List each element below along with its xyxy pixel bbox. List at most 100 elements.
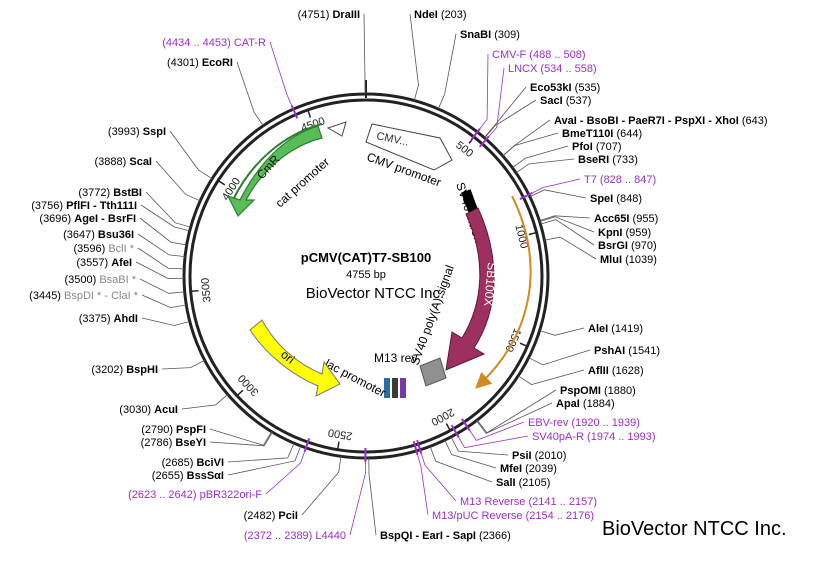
- site-label-pspfl[interactable]: (2790) PspFI: [141, 424, 206, 436]
- site-label-pshal[interactable]: PshAI (1541): [594, 345, 660, 357]
- site-label-bsabl[interactable]: (3500) BsaBI *: [64, 274, 136, 286]
- site-label-sall[interactable]: SalI (2105): [496, 477, 550, 489]
- site-label-scal[interactable]: (3888) ScaI: [95, 156, 153, 168]
- site-position: (3888): [95, 156, 127, 168]
- site-position: (4751): [298, 9, 330, 21]
- site-name: BsaBI *: [99, 274, 136, 286]
- site-label-afel[interactable]: (3557) AfeI: [76, 257, 132, 269]
- site-name: MfeI: [500, 463, 522, 475]
- site-label-acul[interactable]: (3030) AcuI: [119, 404, 178, 416]
- site-label-mfel[interactable]: MfeI (2039): [500, 463, 557, 475]
- m13-rev-marker[interactable]: [384, 378, 406, 398]
- site-name: PspFI: [176, 424, 206, 436]
- site-position: (828 .. 847): [600, 174, 656, 186]
- site-label-pflfl[interactable]: (3756) PflFI - Tth111I: [31, 200, 137, 212]
- leader-line: [528, 178, 581, 195]
- sv40-polya-arrow[interactable]: [419, 357, 447, 387]
- site-label-bsu36l[interactable]: (3647) Bsu36I: [63, 229, 134, 241]
- site-label-alel[interactable]: AleI (1419): [588, 323, 643, 335]
- sb100x-arrow[interactable]: [445, 207, 495, 371]
- site-name: AflII: [588, 365, 609, 377]
- site-label-spel[interactable]: SpeI (848): [590, 193, 642, 205]
- scale-tick-label: 3500: [199, 277, 213, 302]
- site-label-acc65l[interactable]: Acc65I (955): [594, 213, 658, 225]
- site-label-pbr322[interactable]: (2623 .. 2642) pBR322ori-F: [128, 489, 262, 501]
- site-label-sv40par[interactable]: SV40pA-R (1974 .. 1993): [532, 431, 656, 443]
- site-position: (534 .. 558): [540, 63, 596, 75]
- leader-line: [137, 233, 186, 258]
- site-name: KpnI: [598, 227, 622, 239]
- site-label-mlul[interactable]: MluI (1039): [600, 254, 657, 266]
- feature-tick: [470, 128, 481, 141]
- plasmid-size: 4755 bp: [346, 269, 386, 281]
- site-label-snabl[interactable]: SnaBI (309): [460, 29, 520, 41]
- site-label-ebvrev[interactable]: EBV-rev (1920 .. 1939): [528, 417, 640, 429]
- site-label-ecorl[interactable]: (4301) EcoRI: [167, 57, 233, 69]
- site-label-bspdl[interactable]: (3445) BspDI * - ClaI *: [29, 290, 139, 302]
- site-label-ahdl[interactable]: (3375) AhdI: [79, 313, 138, 325]
- site-label-pcil[interactable]: (2482) PciI: [244, 510, 298, 522]
- site-label-catr[interactable]: (4434 .. 4453) CAT-R: [162, 37, 266, 49]
- site-name: DraIII: [332, 9, 360, 21]
- cmr-arrow[interactable]: [226, 125, 323, 218]
- site-label-bsphl[interactable]: (3202) BspHI: [91, 364, 158, 376]
- site-label-kpnl[interactable]: KpnI (959): [598, 227, 651, 239]
- site-label-bserl[interactable]: BseRI (733): [578, 154, 638, 166]
- site-label-bsrgl[interactable]: BsrGI (970): [598, 240, 657, 252]
- ori-arrow[interactable]: [249, 319, 341, 397]
- site-name: CMV-F: [492, 49, 527, 61]
- leader-line: [512, 145, 569, 169]
- leader-line: [269, 41, 294, 110]
- site-label-apal[interactable]: ApaI (1884): [556, 398, 615, 410]
- site-label-bseyl[interactable]: (2786) BseYI: [141, 437, 206, 449]
- leader-line: [301, 456, 342, 516]
- site-name: SacI: [540, 95, 563, 107]
- scale-tick: [519, 342, 528, 348]
- site-name: BssSαI: [187, 470, 224, 482]
- site-label-eco53kl[interactable]: Eco53kI (535): [530, 82, 600, 94]
- center-watermark: BioVector NTCC Inc.: [306, 285, 444, 302]
- site-name: EcoRI: [202, 57, 233, 69]
- site-label-l4440[interactable]: (2372 .. 2389) L4440: [244, 530, 346, 542]
- site-label-sacl[interactable]: SacI (537): [540, 95, 591, 107]
- site-label-bstbl[interactable]: (3772) BstBI: [78, 187, 142, 199]
- cmv-promoter-arrow[interactable]: [365, 123, 453, 171]
- site-label-bcivl[interactable]: (2685) BciVI: [162, 457, 224, 469]
- leader-line: [140, 204, 190, 232]
- cat-promoter-arrow[interactable]: [326, 121, 347, 137]
- site-name: SV40pA-R: [532, 431, 584, 443]
- leader-line: [227, 443, 295, 463]
- site-label-m13reverse[interactable]: M13 Reverse (2141 .. 2157): [460, 496, 597, 508]
- site-label-pfol[interactable]: PfoI (707): [572, 141, 622, 153]
- site-label-bspql[interactable]: BspQI - EarI - SapI (2366): [380, 530, 511, 542]
- site-label-aval[interactable]: AvaI - BsoBI - PaeR7I - PspXI - XhoI (64…: [554, 115, 768, 127]
- site-position: (1920 .. 1939): [571, 417, 640, 429]
- scale-tick: [190, 289, 199, 293]
- site-position: (3445): [29, 290, 61, 302]
- site-label-lncx[interactable]: LNCX (534 .. 558): [508, 63, 597, 75]
- site-label-ndel[interactable]: NdeI (203): [414, 9, 467, 21]
- site-label-pspoml[interactable]: PspOMI (1880): [560, 385, 636, 397]
- site-label-bsssal[interactable]: (2655) BssSαI: [152, 470, 224, 482]
- site-name: BspQI - EarI - SapI: [380, 530, 476, 542]
- site-label-sspl[interactable]: (3993) SspI: [108, 126, 166, 138]
- site-label-cmvf[interactable]: CMV-F (488 .. 508): [492, 49, 586, 61]
- site-position: (3202): [91, 364, 123, 376]
- site-name: PsiI: [512, 450, 532, 462]
- site-name: SalI: [496, 477, 516, 489]
- site-label-psil[interactable]: PsiI (2010): [512, 450, 566, 462]
- site-position: (3030): [119, 404, 151, 416]
- site-name: AvaI - BsoBI - PaeR7I - PspXI - XhoI: [554, 115, 739, 127]
- site-name: AleI: [588, 323, 608, 335]
- site-label-dralll[interactable]: (4751) DraIII: [298, 9, 360, 21]
- site-position: (3696): [39, 213, 71, 225]
- site-label-agel[interactable]: (3696) AgeI - BsrFI: [39, 213, 136, 225]
- site-label-aflll[interactable]: AflII (1628): [588, 365, 644, 377]
- site-label-bmet110l[interactable]: BmeT110I (644): [562, 128, 642, 140]
- cat-promoter-label: cat promoter: [273, 155, 332, 210]
- site-label-t7[interactable]: T7 (828 .. 847): [584, 174, 656, 186]
- scale-tick: [445, 423, 451, 431]
- site-label-bcll[interactable]: (3596) BclI *: [73, 243, 134, 255]
- site-label-m13puc[interactable]: M13/pUC Reverse (2154 .. 2176): [432, 510, 594, 522]
- leader-line: [409, 13, 419, 101]
